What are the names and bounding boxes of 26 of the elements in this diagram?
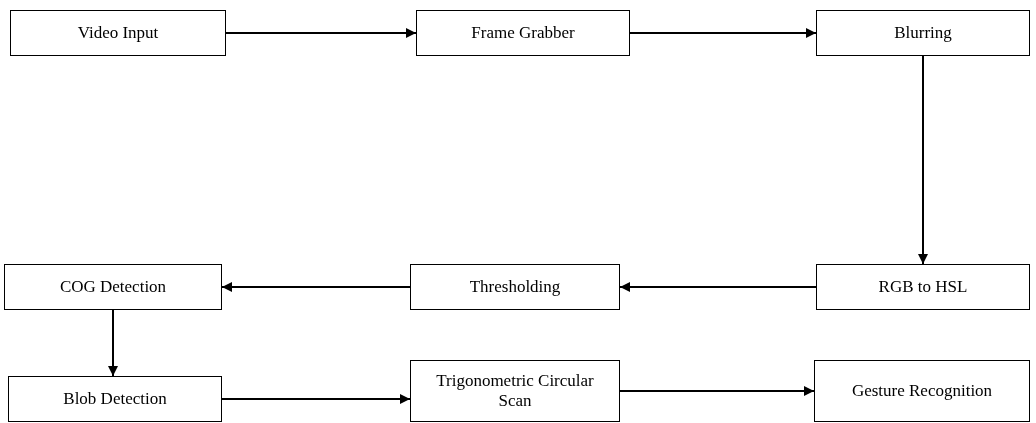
arrow xyxy=(221,282,411,292)
box-label: Frame Grabber xyxy=(471,23,575,43)
arrow xyxy=(619,282,817,292)
arrow xyxy=(619,386,815,396)
box-label: Blob Detection xyxy=(63,389,167,409)
arrow xyxy=(918,55,928,265)
box-label: Thresholding xyxy=(469,277,561,297)
box-label: RGB to HSL xyxy=(878,277,968,297)
arrow xyxy=(221,394,411,404)
box-label: Blurring xyxy=(894,23,952,43)
box-label: Trigonometric Circular Scan xyxy=(435,371,595,411)
process-box xyxy=(8,376,222,422)
process-box xyxy=(10,10,226,56)
process-box xyxy=(816,264,1030,310)
box-label: COG Detection xyxy=(59,277,167,297)
process-box xyxy=(410,264,620,310)
arrow xyxy=(108,309,118,377)
process-box xyxy=(814,360,1030,422)
arrow xyxy=(629,28,817,38)
box-label: Gesture Recognition xyxy=(851,381,993,401)
process-box xyxy=(410,360,620,422)
box-label: Video Input xyxy=(77,23,159,43)
process-box xyxy=(416,10,630,56)
arrow xyxy=(225,28,417,38)
process-box xyxy=(816,10,1030,56)
process-box xyxy=(4,264,222,310)
